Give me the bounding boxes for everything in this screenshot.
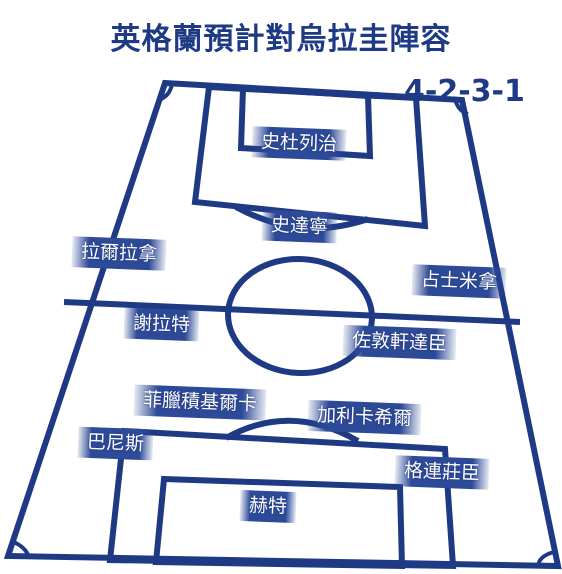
player-right-back: 謝拉特 bbox=[123, 307, 200, 342]
player-def-mid-2: 菲臘積基爾卡 bbox=[133, 384, 267, 421]
corner-arc-top-right bbox=[453, 98, 469, 116]
player-goalkeeper: 史杜列治 bbox=[251, 126, 347, 161]
player-centre-back-right: 拉爾拉拿 bbox=[71, 236, 167, 271]
top-goal-box bbox=[237, 84, 374, 160]
bottom-goal-box bbox=[152, 475, 406, 570]
centre-circle bbox=[225, 255, 375, 377]
player-def-mid-1: 佐敦軒達臣 bbox=[342, 324, 457, 361]
halfway-line bbox=[63, 299, 521, 325]
player-att-mid-left: 巴尼斯 bbox=[77, 426, 154, 461]
corner-arc-bottom-right bbox=[536, 550, 555, 567]
bottom-penalty-arc bbox=[224, 417, 360, 444]
player-striker: 赫特 bbox=[239, 489, 297, 524]
player-att-mid-centre: 加利卡希爾 bbox=[307, 399, 422, 436]
corner-arc-bottom-left bbox=[10, 539, 31, 558]
page-title: 英格蘭預計對烏拉圭陣容 bbox=[110, 22, 452, 57]
bottom-penalty-box bbox=[106, 427, 457, 570]
corner-arc-top-left bbox=[160, 83, 174, 101]
player-centre-back-left: 史達寧 bbox=[261, 209, 338, 244]
player-left-back: 占士米拿 bbox=[411, 264, 507, 299]
player-att-mid-right: 格連莊臣 bbox=[394, 455, 490, 490]
